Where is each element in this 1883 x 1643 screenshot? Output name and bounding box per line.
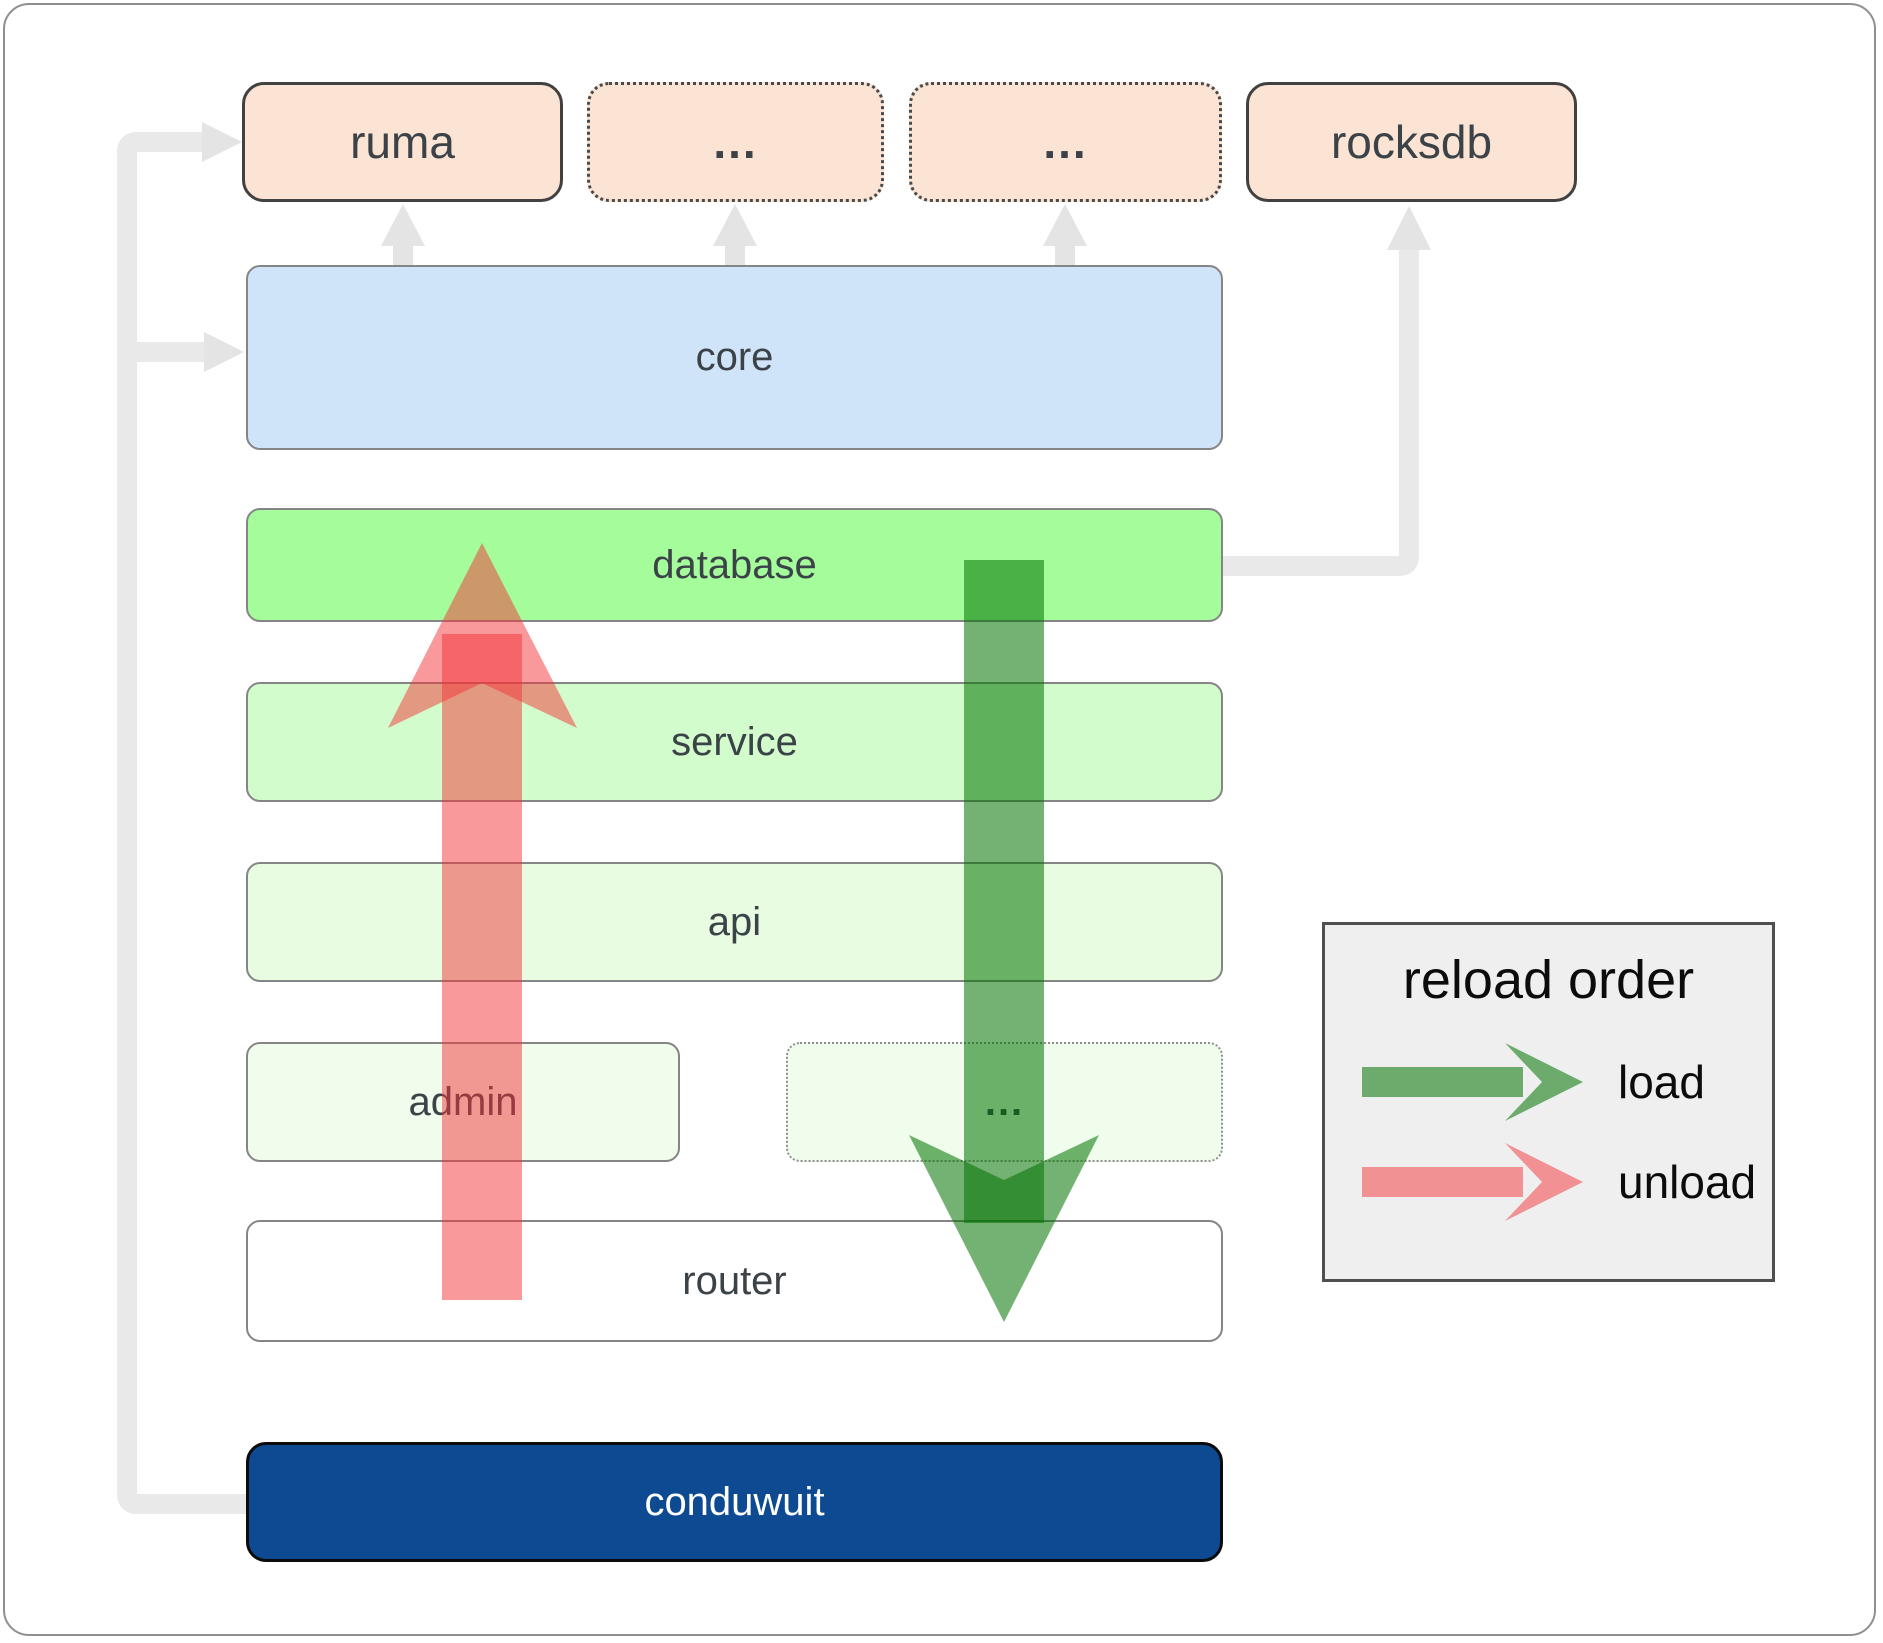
legend-load-label: load [1618,1056,1705,1108]
legend-unload-label: unload [1618,1156,1757,1208]
node-service: service [246,682,1223,802]
node-conduwuit-label: conduwuit [644,1479,825,1524]
node-admin-label: admin [408,1079,518,1124]
node-service-label: service [671,719,798,764]
node-rocksdb-label: rocksdb [1330,116,1493,168]
node-conduwuit: conduwuit [246,1442,1223,1562]
node-admin: admin [246,1042,680,1162]
node-ruma: ruma [242,82,563,202]
node-admin-more: ... [786,1042,1223,1162]
node-core: core [246,265,1223,450]
node-api-label: api [707,899,762,944]
node-database-label: database [652,542,817,587]
node-api: api [246,862,1223,982]
node-external-more-1: ... [587,82,884,202]
node-router: router [246,1220,1223,1342]
node-database: database [246,508,1223,622]
node-router-label: router [682,1258,787,1303]
node-core-label: core [695,335,774,379]
node-rocksdb: rocksdb [1246,82,1577,202]
diagram-outer-frame [3,3,1876,1636]
node-external-more-1-label: ... [713,116,758,168]
legend-title: reload order [1402,950,1695,1010]
node-ruma-label: ruma [350,116,455,168]
node-external-more-2-label: ... [1043,116,1088,168]
node-external-more-2: ... [909,82,1222,202]
node-admin-more-label: ... [984,1079,1025,1124]
